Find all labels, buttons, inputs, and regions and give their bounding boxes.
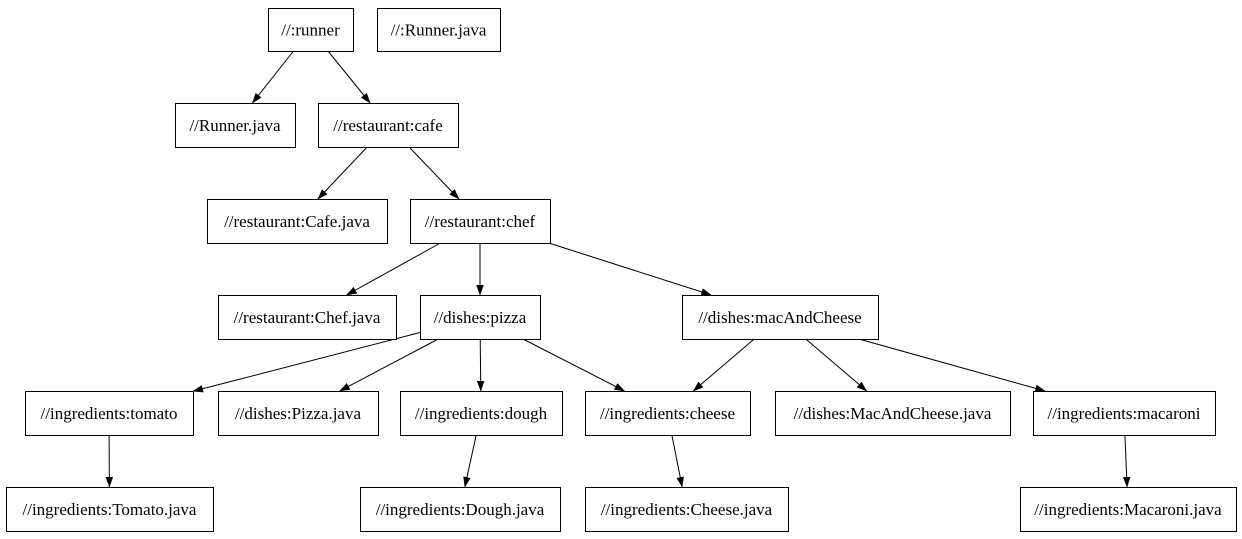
node-box-cafe [318, 103, 459, 148]
node-box-dough_java [360, 487, 561, 532]
node-label-dough_java: //ingredients:Dough.java [376, 500, 545, 519]
edge-cafe-to-cafe_java [317, 146, 368, 200]
node-cheese: //ingredients:cheese [585, 391, 751, 436]
edge-chef-to-macandcheese [548, 242, 712, 296]
node-runner_java: //Runner.java [175, 103, 296, 148]
node-label-tomato: //ingredients:tomato [41, 404, 178, 423]
edge-macandcheese-to-macaroni [858, 338, 1046, 392]
node-label-pizza: //dishes:pizza [434, 308, 527, 327]
node-box-tomato [25, 391, 194, 436]
node-label-runner: //:runner [281, 21, 340, 40]
node-label-dough: //ingredients:dough [415, 404, 548, 423]
node-box-macandcheese [682, 295, 879, 340]
node-box-chef_java [218, 295, 397, 340]
node-box-runner_java [175, 103, 296, 148]
node-tomato_java: //ingredients:Tomato.java [6, 487, 214, 532]
edge-dough-to-dough_java [463, 434, 477, 488]
node-label-macandcheese_java: //dishes:MacAndCheese.java [794, 404, 992, 423]
node-chef_java: //restaurant:Chef.java [218, 295, 397, 340]
node-label-runner_java_root: //:Runner.java [391, 21, 487, 40]
edge-macaroni-to-macaroni_java [1122, 434, 1131, 488]
node-box-runner [268, 8, 354, 52]
nodes-layer: //:runner //:Runner.java //Runner.java //re… [6, 8, 1237, 532]
node-tomato: //ingredients:tomato [25, 391, 194, 436]
node-box-dough [400, 391, 563, 436]
edge-macandcheese-to-cheese [692, 338, 755, 392]
edge-pizza-to-dough [476, 338, 485, 392]
node-cafe: //restaurant:cafe [318, 103, 459, 148]
node-box-macaroni_java [1020, 487, 1237, 532]
edge-pizza-to-tomato [192, 332, 421, 393]
node-label-cheese_java: //ingredients:Cheese.java [601, 500, 773, 519]
node-macaroni: //ingredients:macaroni [1033, 391, 1216, 436]
edge-cheese-to-cheese_java [671, 434, 684, 488]
node-box-runner_java_root [377, 8, 501, 52]
node-label-cheese: //ingredients:cheese [600, 404, 735, 423]
node-box-chef [410, 199, 551, 244]
node-box-cafe_java [207, 199, 388, 244]
edge-runner-to-runner_java [252, 50, 294, 104]
node-label-cafe_java: //restaurant:Cafe.java [224, 212, 370, 231]
edge-chef-to-chef_java [346, 242, 441, 296]
node-label-pizza_java: //dishes:Pizza.java [235, 404, 362, 423]
node-cafe_java: //restaurant:Cafe.java [207, 199, 388, 244]
node-cheese_java: //ingredients:Cheese.java [585, 487, 789, 532]
edge-pizza-to-cheese [522, 338, 625, 392]
node-label-runner_java: //Runner.java [189, 116, 281, 135]
node-box-cheese_java [585, 487, 789, 532]
node-pizza: //dishes:pizza [420, 295, 541, 340]
node-dough_java: //ingredients:Dough.java [360, 487, 561, 532]
node-runner: //:runner [268, 8, 354, 52]
node-label-macaroni: //ingredients:macaroni [1048, 404, 1201, 423]
node-label-tomato_java: //ingredients:Tomato.java [23, 500, 197, 519]
node-label-chef: //restaurant:chef [425, 212, 536, 231]
node-box-tomato_java [6, 487, 214, 532]
edge-cafe-to-chef [408, 146, 460, 200]
node-macandcheese_java: //dishes:MacAndCheese.java [775, 391, 1011, 436]
node-box-cheese [585, 391, 751, 436]
node-box-pizza_java [218, 391, 379, 436]
node-macandcheese: //dishes:macAndCheese [682, 295, 879, 340]
node-label-macaroni_java: //ingredients:Macaroni.java [1034, 500, 1222, 519]
node-label-chef_java: //restaurant:Chef.java [234, 308, 381, 327]
node-label-cafe: //restaurant:cafe [333, 116, 443, 135]
node-macaroni_java: //ingredients:Macaroni.java [1020, 487, 1237, 532]
node-dough: //ingredients:dough [400, 391, 563, 436]
node-box-macaroni [1033, 391, 1216, 436]
node-box-pizza [420, 295, 541, 340]
node-pizza_java: //dishes:Pizza.java [218, 391, 379, 436]
node-chef: //restaurant:chef [410, 199, 551, 244]
edge-runner-to-cafe [327, 50, 371, 104]
node-label-macandcheese: //dishes:macAndCheese [698, 308, 861, 327]
edges-layer [105, 50, 1131, 488]
edge-macandcheese-to-macandcheese_java [805, 338, 868, 392]
node-box-macandcheese_java [775, 391, 1011, 436]
edge-pizza-to-pizza_java [339, 338, 439, 392]
node-runner_java_root: //:Runner.java [377, 8, 501, 52]
